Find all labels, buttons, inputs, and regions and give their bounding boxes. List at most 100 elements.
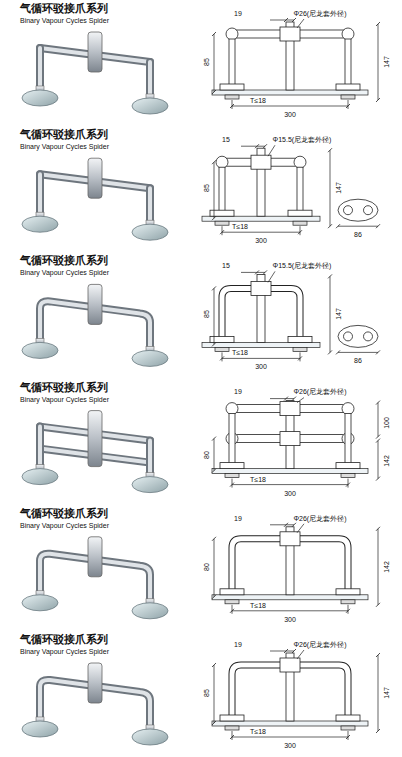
drawing-line <box>212 437 216 441</box>
fitting-cap <box>215 347 229 351</box>
drawing-line <box>232 737 348 738</box>
glass-disc <box>132 603 168 619</box>
glass-disc <box>132 477 168 493</box>
dimension-label: 86 <box>353 357 363 364</box>
drawing-line <box>378 24 379 100</box>
side-view-plate <box>338 199 378 221</box>
dimension-label: 15 <box>221 136 231 143</box>
spider-arm <box>232 665 348 717</box>
dimension-label: 19 <box>233 387 243 394</box>
drawing-line <box>376 603 380 607</box>
spider-leg <box>229 414 235 465</box>
arm-joint <box>342 28 354 40</box>
drawing-line <box>268 145 275 156</box>
spider-leg <box>345 414 351 465</box>
drawing-line <box>378 441 379 479</box>
glass-fitting <box>220 84 244 90</box>
fitting-cap <box>215 221 229 225</box>
series-subtitle: Binary Vapour Cycles Spider <box>20 522 109 529</box>
dimension-label: 300 <box>283 615 297 622</box>
drawing-line <box>376 729 380 733</box>
drawing-line <box>214 665 215 723</box>
spider-arm <box>232 665 348 717</box>
series-subtitle: Binary Vapour Cycles Spider <box>20 17 109 24</box>
dimension-label: 147 <box>335 181 342 195</box>
rod <box>36 174 44 218</box>
drawing-line <box>376 224 380 228</box>
glass-fitting <box>336 589 360 595</box>
dimension-label: 85 <box>203 688 210 698</box>
drawing-line <box>297 19 304 28</box>
hub <box>251 281 271 295</box>
glass-disc <box>22 216 58 232</box>
drawing-line <box>297 398 304 403</box>
drawing-line <box>270 524 294 525</box>
arm-joint <box>226 403 238 415</box>
glass-fitting <box>220 589 244 595</box>
dimension-label: Φ15.5(尼龙套外径) <box>272 262 333 269</box>
drawing-line <box>376 527 380 531</box>
drawing-line <box>263 270 267 274</box>
rod-highlight <box>38 174 42 218</box>
series-title: 气循环驳接爪系列 <box>20 382 108 393</box>
drawing-line <box>214 34 215 92</box>
drawing-line <box>263 144 267 148</box>
arm-joint <box>226 28 238 40</box>
drawing-line <box>255 270 259 274</box>
drawing-line <box>292 18 296 22</box>
drawing-line <box>214 162 215 218</box>
fitting-cap <box>293 347 307 351</box>
glass-fitting <box>336 84 360 90</box>
spider-arm <box>232 539 348 591</box>
rod-highlight <box>38 48 42 92</box>
side-view-plate <box>338 325 378 347</box>
drawing-line <box>376 350 380 354</box>
fitting-cap <box>225 95 239 99</box>
dimension-label: Φ15.5(尼龙套外径) <box>272 136 333 143</box>
series-subtitle: Binary Vapour Cycles Spider <box>20 143 109 150</box>
hub <box>88 284 102 324</box>
drawing-line <box>348 479 349 488</box>
drawing-line <box>212 32 216 36</box>
dimension-label: T≤18 <box>231 349 249 356</box>
drawing-line <box>292 397 296 401</box>
product-row <box>22 144 380 240</box>
spider-arm <box>222 288 300 338</box>
dimension-label: T≤18 <box>249 97 267 104</box>
drawing-line <box>376 439 380 443</box>
product-row <box>22 649 380 745</box>
dimension-label: 15 <box>221 262 231 269</box>
dimension-label: 147 <box>335 308 342 322</box>
spider-leg <box>345 39 351 86</box>
drawing-line <box>212 537 216 541</box>
hub <box>280 432 300 446</box>
drawing-line <box>232 484 348 485</box>
drawing-line <box>268 271 275 282</box>
dimension-label: 142 <box>383 454 390 468</box>
drawing-line <box>378 529 379 605</box>
drawing-line <box>212 160 216 164</box>
dimension-label: 300 <box>254 363 268 370</box>
drawing-line <box>212 90 216 94</box>
drawing-line <box>348 731 349 740</box>
product-row <box>22 18 380 114</box>
drawing-line <box>212 286 216 290</box>
glass-fitting <box>288 210 312 216</box>
dimension-label: 80 <box>203 562 210 572</box>
dimension-label: 300 <box>283 742 297 749</box>
dimension-label: Φ26(尼龙套外径) <box>292 387 347 394</box>
dimension-label: Φ26(尼龙套外径) <box>292 641 347 648</box>
glass-disc <box>132 350 168 366</box>
dimension-label: 300 <box>283 489 297 496</box>
glass-panel <box>202 342 320 347</box>
glass-panel <box>212 721 368 726</box>
drawing-line <box>212 663 216 667</box>
fitting-cap <box>225 726 239 730</box>
side-view-hole <box>364 332 373 341</box>
drawing-line <box>376 477 380 481</box>
dimension-label: T≤18 <box>249 601 267 608</box>
arm-joint <box>294 156 306 168</box>
dimension-label: 85 <box>203 309 210 319</box>
hub <box>88 32 102 72</box>
